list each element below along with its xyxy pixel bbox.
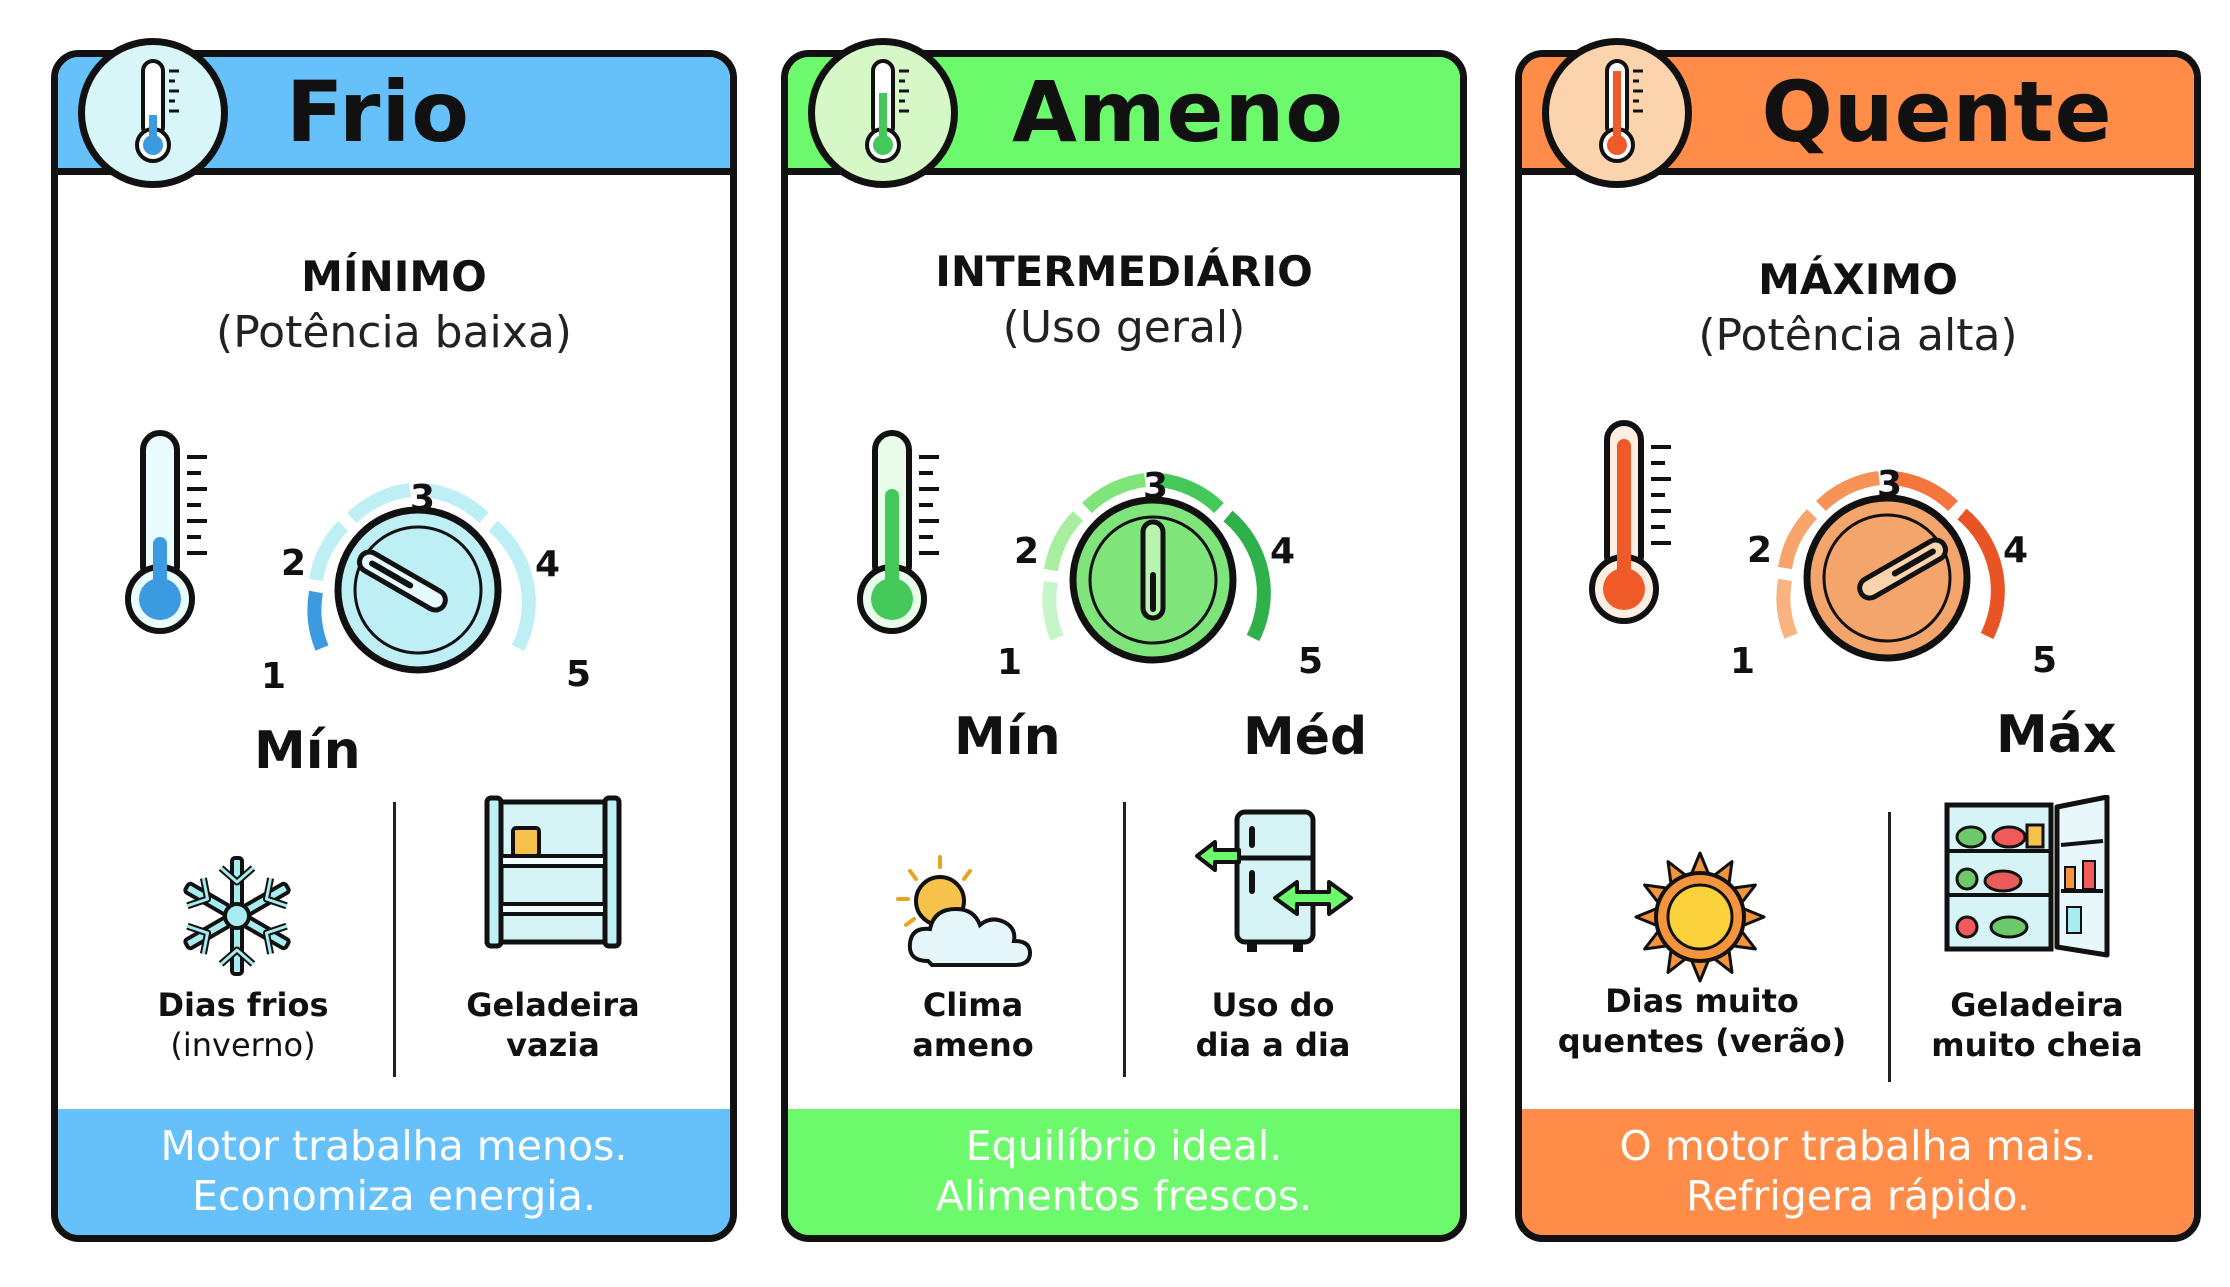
dial-label-med: Méd <box>1243 707 1368 767</box>
full-fridge-icon <box>1944 795 2110 958</box>
mode-title: MÍNIMO <box>301 252 487 301</box>
card-title: Frio <box>286 63 470 161</box>
card-ameno: Ameno INTERMEDIÁRIO (Uso geral) 1 2 3 4 … <box>781 50 1467 1242</box>
snowflake-icon <box>183 856 291 976</box>
dial-knob <box>307 483 536 674</box>
condition-divider <box>1888 812 1891 1082</box>
dial-number-1: 1 <box>1730 641 1756 682</box>
condition-label-hot-days: Dias muito quentes (verão) <box>1557 982 1847 1060</box>
dial-number-1: 1 <box>261 656 287 697</box>
dial-number-4: 4 <box>1270 531 1296 572</box>
dial-number-5: 5 <box>1298 641 1324 682</box>
dial-number-2: 2 <box>1747 530 1773 571</box>
card-quente: Quente MÁXIMO (Potência alta) 1 2 3 4 5 … <box>1515 50 2201 1242</box>
mode-subtitle: (Potência baixa) <box>216 307 572 358</box>
dial-label-min: Mín <box>954 707 1061 767</box>
dial-number-3: 3 <box>1877 464 1903 505</box>
thermometer-icon <box>857 430 939 634</box>
card-footer: O motor trabalha mais. Refrigera rápido. <box>1522 1109 2194 1235</box>
card-footer: Motor trabalha menos. Economiza energia. <box>58 1109 730 1235</box>
condition-label-cold-days: Dias frios (inverno) <box>157 986 329 1064</box>
badge-thermometer-icon <box>1542 38 1692 188</box>
sun-cloud-icon <box>896 855 1033 967</box>
condition-label-daily-use: Uso do dia a dia <box>1195 986 1351 1064</box>
mode-subtitle: (Uso geral) <box>1002 302 1246 353</box>
card-title: Quente <box>1761 63 2113 161</box>
dial-number-2: 2 <box>1014 531 1040 572</box>
dial-number-3: 3 <box>410 478 436 519</box>
thermometer-icon <box>125 430 207 634</box>
condition-divider <box>1123 802 1126 1077</box>
dial-number-2: 2 <box>281 543 307 584</box>
empty-fridge-icon <box>484 795 622 949</box>
mode-title: INTERMEDIÁRIO <box>935 247 1313 296</box>
card-footer: Equilíbrio ideal. Alimentos frescos. <box>788 1109 1460 1235</box>
condition-divider <box>393 802 396 1077</box>
dial-label-min: Mín <box>254 721 361 781</box>
dial-knob <box>1042 473 1271 664</box>
dial-number-3: 3 <box>1143 466 1169 507</box>
fridge-arrows-icon <box>1195 809 1353 952</box>
dial-number-5: 5 <box>566 654 592 695</box>
condition-label-full-fridge: Geladeira muito cheia <box>1931 986 2143 1064</box>
dial-number-4: 4 <box>535 544 561 585</box>
dial-knob <box>1776 471 2005 662</box>
card-header-ameno: Ameno <box>788 57 1460 175</box>
dial-number-4: 4 <box>2003 530 2029 571</box>
mode-title: MÁXIMO <box>1758 255 1958 304</box>
dial-number-1: 1 <box>997 642 1023 683</box>
thermometer-icon <box>1589 420 1671 624</box>
badge-thermometer-icon <box>808 38 958 188</box>
dial-label-max: Máx <box>1996 705 2117 765</box>
card-frio: Frio MÍNIMO (Potência baixa) 1 2 3 4 5 M… <box>51 50 737 1242</box>
sun-icon <box>1634 851 1766 983</box>
badge-thermometer-icon <box>78 38 228 188</box>
card-title: Ameno <box>1011 63 1345 161</box>
condition-label-mild-climate: Clima ameno <box>912 986 1034 1064</box>
condition-label-empty-fridge: Geladeira vazia <box>466 986 640 1064</box>
dial-number-5: 5 <box>2032 640 2058 681</box>
mode-subtitle: (Potência alta) <box>1698 310 2018 361</box>
